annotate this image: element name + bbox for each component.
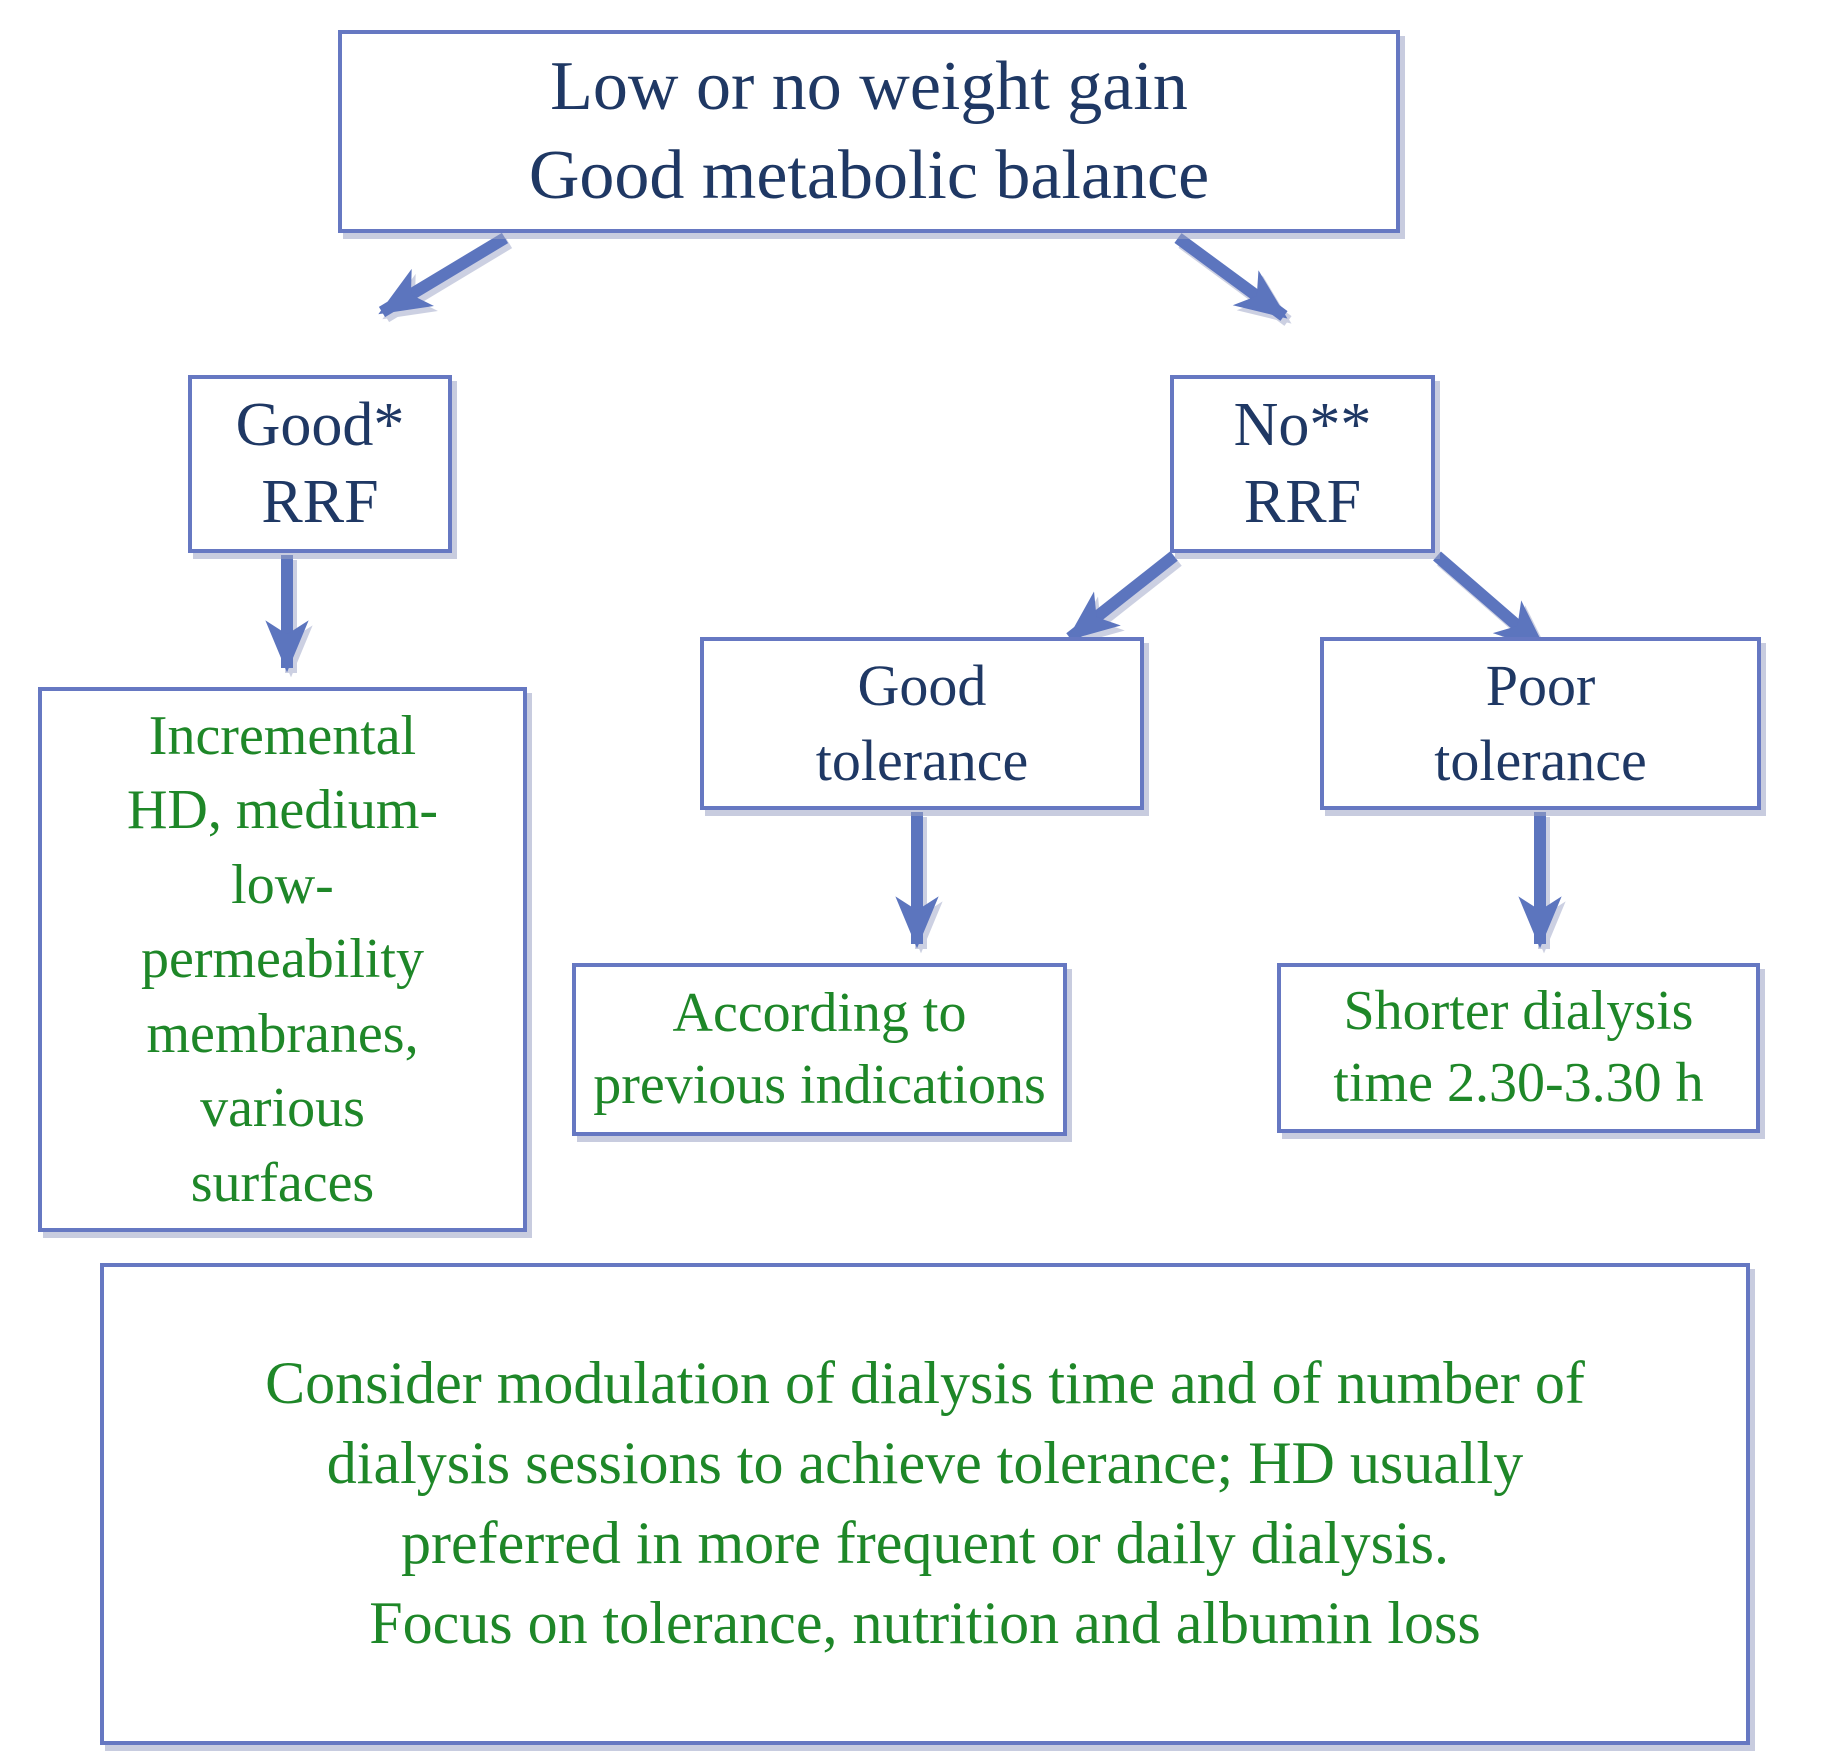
node-text-line: Poor <box>1485 653 1596 719</box>
node-text-line: dialysis sessions to achieve tolerance; … <box>326 1430 1524 1497</box>
node-text-line: permeability <box>140 928 424 991</box>
arrow-no-rrf-to-poor-tol <box>1433 551 1547 653</box>
node-poor-tolerance: Poor tolerance <box>1320 637 1761 810</box>
node-text-line: Focus on tolerance, nutrition and albumi… <box>369 1589 1481 1656</box>
node-text-line: HD, medium- <box>126 779 439 842</box>
arrow-root-to-no-rrf <box>1174 233 1288 321</box>
node-low-or-no-weight-gain: Low or no weight gain Good metabolic bal… <box>338 30 1400 233</box>
node-text-line: previous indications <box>593 1053 1046 1116</box>
node-text-line: Incremental <box>148 704 417 767</box>
node-text-line: time 2.30-3.30 h <box>1333 1052 1704 1114</box>
node-text-line: According to <box>672 981 967 1044</box>
arrow-no-rrf-to-good-tol <box>1066 551 1178 643</box>
node-good-rrf: Good* RRF <box>188 375 452 553</box>
node-good-tolerance: Good tolerance <box>700 637 1144 810</box>
node-text-line: Good metabolic balance <box>528 136 1210 214</box>
node-text-line: various <box>200 1077 365 1140</box>
node-text-line: Low or no weight gain <box>550 48 1188 126</box>
node-consider-modulation-note: Consider modulation of dialysis time and… <box>100 1263 1750 1745</box>
node-text-line: Consider modulation of dialysis time and… <box>265 1350 1585 1417</box>
arrow-root-to-good-rrf <box>378 232 509 318</box>
node-text-line: No** <box>1233 390 1372 459</box>
node-text-line: RRF <box>261 468 379 536</box>
node-text-line: low- <box>231 853 334 916</box>
node-text-line: preferred in more frequent or daily dial… <box>401 1510 1449 1576</box>
node-text-line: Good* <box>235 390 405 459</box>
node-text-line: membranes, <box>146 1002 419 1065</box>
node-text-line: tolerance <box>815 727 1029 793</box>
node-text-line: tolerance <box>1434 727 1647 793</box>
node-text-line: surfaces <box>190 1151 375 1214</box>
node-text-line: RRF <box>1243 468 1362 536</box>
node-text-line: Shorter dialysis <box>1343 980 1694 1043</box>
node-shorter-dialysis-time: Shorter dialysis time 2.30-3.30 h <box>1277 963 1760 1133</box>
node-text-line: Good <box>857 653 987 719</box>
node-no-rrf: No** RRF <box>1170 375 1435 553</box>
node-incremental-hd: Incremental HD, medium- low- permeabilit… <box>38 687 527 1232</box>
node-according-to-previous-indications: According to previous indications <box>572 963 1067 1136</box>
